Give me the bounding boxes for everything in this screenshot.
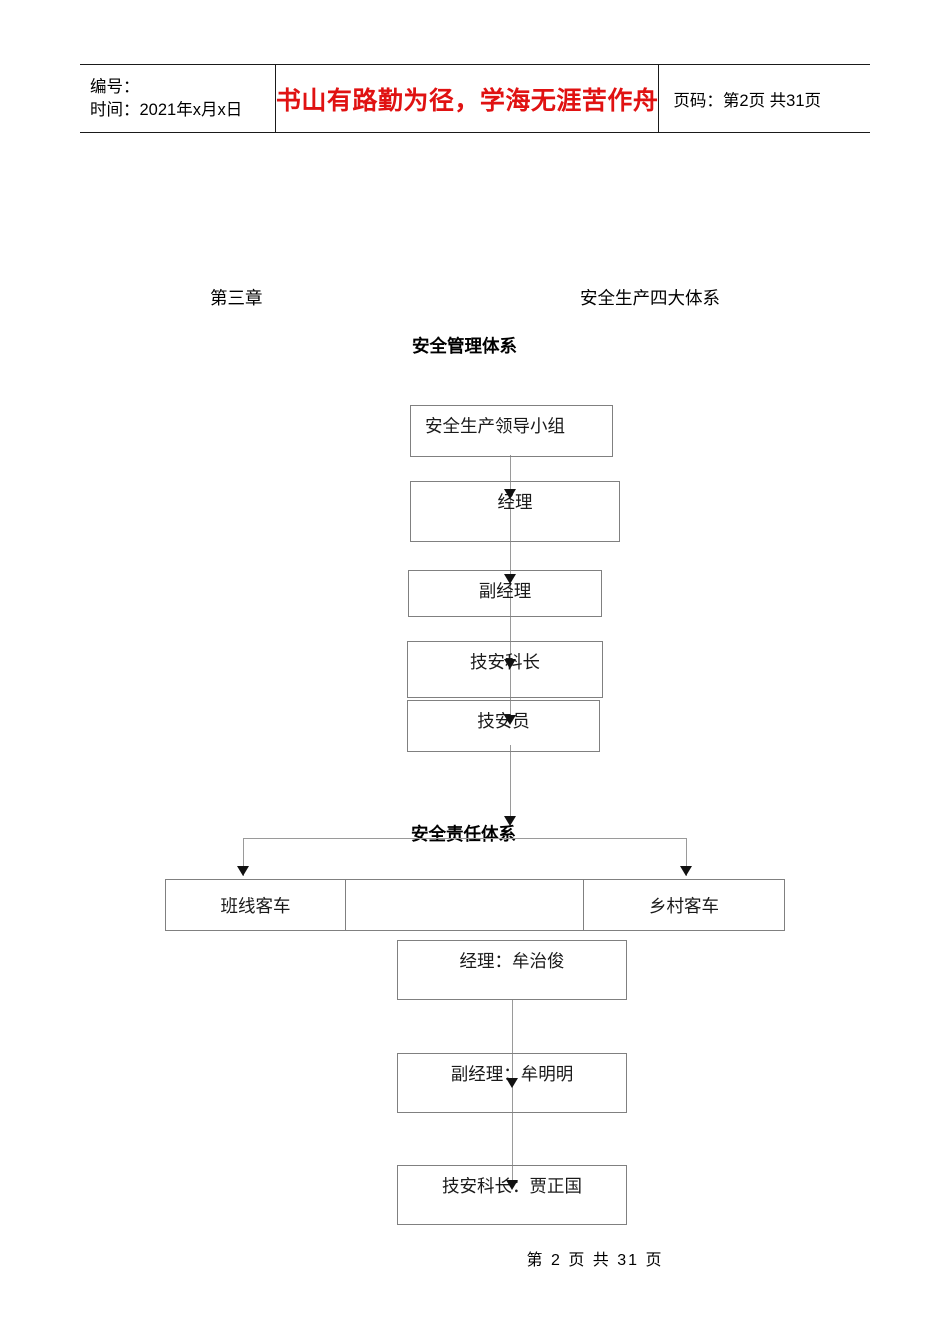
arrow-to-deputy-manager [504, 574, 516, 584]
branch-left-drop [243, 838, 244, 876]
connector-line-3 [510, 575, 511, 663]
flow-box-leadership-group: 安全生产领导小组 [410, 405, 613, 457]
connector-line-8 [512, 1140, 513, 1188]
flow-box-safety-officer: 技安员 [407, 700, 600, 752]
flow-box-label: 经理：牟治俊 [459, 951, 565, 971]
flow-box-deputy-manager: 副经理 [408, 570, 602, 617]
chapter-title: 安全生产四大体系 [580, 288, 720, 308]
branch-cell-line-bus: 班线客车 [166, 880, 346, 930]
arrow-to-manager [504, 489, 516, 499]
arrow-to-line-bus [237, 866, 249, 876]
arrow-to-deputy-manager-name [506, 1078, 518, 1088]
branch-horizontal-line [243, 838, 687, 839]
section-title-responsibility: 安全责任体系 [411, 824, 516, 844]
header-cell-pageinfo: 页码：第2页 共31页 [659, 65, 870, 132]
flow-box-deputy-manager-name: 副经理：牟明明 [397, 1053, 627, 1113]
flow-box-manager-name: 经理：牟治俊 [397, 940, 627, 1000]
page-header-table: 编号： 时间：2021年x月x日 书山有路勤为径，学海无涯苦作舟 页码：第2页 … [80, 64, 870, 133]
connector-line-7 [512, 1055, 513, 1140]
arrow-to-safety-officer [504, 715, 516, 725]
flow-box-label: 副经理：牟明明 [450, 1064, 574, 1084]
header-number-label: 编号： [90, 77, 140, 96]
header-cell-meta: 编号： 时间：2021年x月x日 [80, 65, 276, 132]
connector-line-6 [512, 1000, 513, 1055]
header-page-info: 页码：第2页 共31页 [673, 91, 822, 110]
arrow-to-safety-chief-name [506, 1180, 518, 1190]
branch-cell-empty [346, 880, 584, 930]
arrow-to-rural-bus [680, 866, 692, 876]
branch-right-drop [686, 838, 687, 876]
section-title-management: 安全管理体系 [412, 336, 517, 356]
chapter-number: 第三章 [210, 288, 263, 308]
flow-box-label: 技安员 [477, 711, 530, 731]
header-cell-slogan: 书山有路勤为径，学海无涯苦作舟 [276, 65, 660, 132]
page-footer: 第 2 页 共 31 页 [526, 1252, 664, 1269]
header-slogan: 书山有路勤为径，学海无涯苦作舟 [275, 87, 659, 115]
arrow-to-responsibility-section [504, 816, 516, 826]
flow-box-label: 副经理 [478, 581, 532, 601]
connector-line-1 [510, 455, 511, 491]
flow-box-safety-chief-name: 技安科长：贾正国 [397, 1165, 627, 1225]
flow-box-safety-chief: 技安科长 [407, 641, 603, 698]
connector-line-5 [510, 745, 511, 823]
connector-line-2 [510, 490, 511, 580]
arrow-to-safety-chief [504, 659, 516, 669]
branch-row: 班线客车 乡村客车 [165, 879, 785, 931]
flow-box-label: 安全生产领导小组 [425, 416, 565, 436]
branch-cell-rural-bus: 乡村客车 [649, 895, 719, 916]
connector-line-4 [510, 660, 511, 720]
header-date-label: 时间：2021年x月x日 [90, 100, 243, 119]
